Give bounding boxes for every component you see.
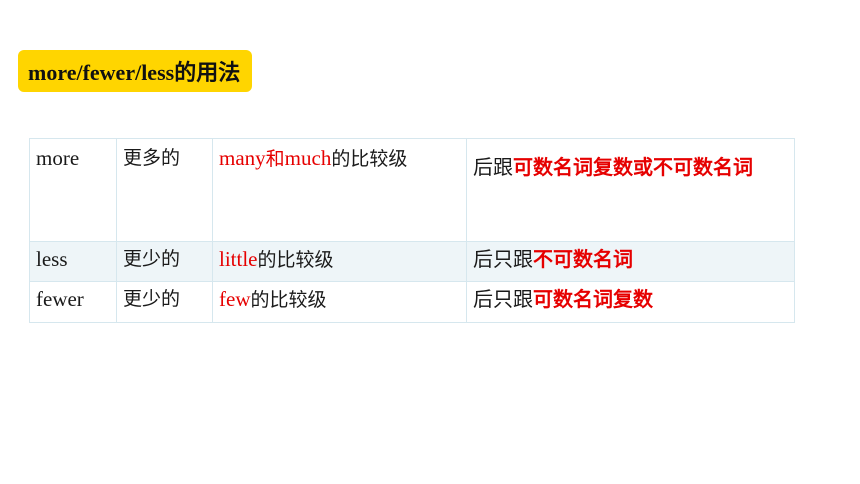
base-word-2: much bbox=[284, 146, 332, 170]
base-word: few bbox=[219, 287, 251, 311]
usage-cell: 后跟可数名词复数或不可数名词 bbox=[466, 138, 795, 242]
table-row-fewer: fewer 更少的 few的比较级 后只跟可数名词复数 bbox=[29, 281, 795, 323]
usage-prefix: 后只跟 bbox=[473, 247, 533, 271]
usage-emphasis: 可数名词复数 bbox=[533, 287, 653, 311]
usage-prefix: 后跟 bbox=[473, 155, 513, 179]
comparative-cell: little的比较级 bbox=[212, 241, 467, 282]
usage-prefix: 后只跟 bbox=[473, 287, 533, 311]
meaning-cell: 更少的 bbox=[116, 241, 213, 282]
usage-table: more 更多的 many和much的比较级 后跟可数名词复数或不可数名词 le… bbox=[29, 138, 795, 323]
meaning-cell: 更多的 bbox=[116, 138, 213, 242]
usage-emphasis: 可数名词复数或不可数名词 bbox=[513, 155, 753, 179]
connector: 和 bbox=[265, 148, 285, 170]
word-cell: fewer bbox=[29, 281, 117, 323]
comparative-cell: many和much的比较级 bbox=[212, 138, 467, 242]
base-word: little bbox=[219, 247, 258, 271]
comparative-suffix: 的比较级 bbox=[250, 289, 327, 311]
table-row-less: less 更少的 little的比较级 后只跟不可数名词 bbox=[29, 241, 795, 282]
comparative-suffix: 的比较级 bbox=[257, 249, 334, 271]
comparative-cell: few的比较级 bbox=[212, 281, 467, 323]
base-word: many bbox=[219, 146, 266, 170]
word-cell: more bbox=[29, 138, 117, 242]
word-cell: less bbox=[29, 241, 117, 282]
page-title: more/fewer/less的用法 bbox=[18, 50, 253, 92]
comparative-suffix: 的比较级 bbox=[331, 148, 408, 170]
usage-cell: 后只跟可数名词复数 bbox=[466, 281, 795, 323]
meaning-cell: 更少的 bbox=[116, 281, 213, 323]
table-row-more: more 更多的 many和much的比较级 后跟可数名词复数或不可数名词 bbox=[29, 138, 795, 242]
usage-emphasis: 不可数名词 bbox=[533, 247, 633, 271]
usage-cell: 后只跟不可数名词 bbox=[466, 241, 795, 282]
